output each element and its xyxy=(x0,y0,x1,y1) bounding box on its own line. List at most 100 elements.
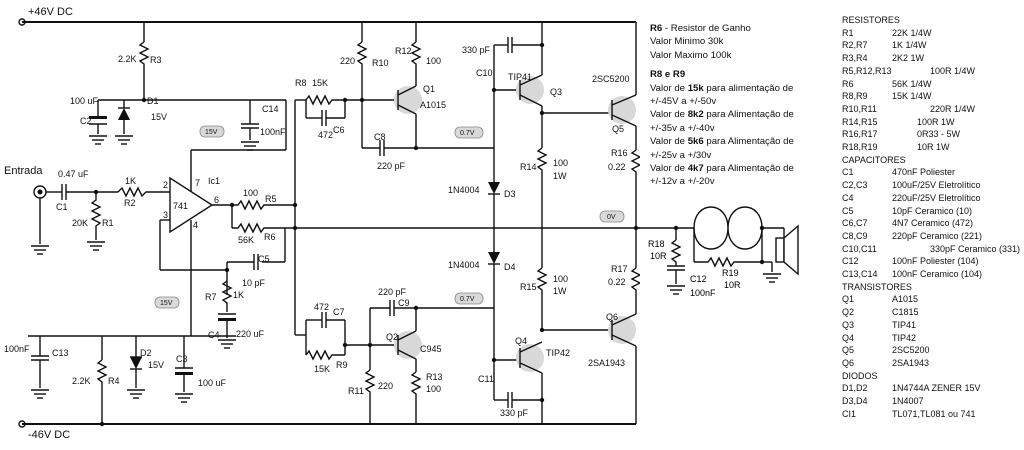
c7-label: C7 xyxy=(333,307,345,317)
badge-0v: 0V xyxy=(599,210,625,223)
d2-label: D2 xyxy=(140,348,152,358)
c3-label: C3 xyxy=(176,354,188,364)
d2-value: 15V xyxy=(148,360,164,370)
bom-ref: C2,C3 xyxy=(842,180,868,191)
svg-text:15V: 15V xyxy=(205,129,218,136)
r6-label: R6 xyxy=(264,232,276,242)
bom-value: 100R 1W xyxy=(917,116,955,127)
c10-label: C10 xyxy=(476,68,493,78)
bom-value: 220pF Ceramico (221) xyxy=(892,230,983,241)
r6-note: R6 - Resistor de Ganho xyxy=(650,22,830,35)
c12-value: 100nF xyxy=(690,288,716,298)
q1-value: A1015 xyxy=(420,100,446,110)
pin-3: 3 xyxy=(163,210,168,220)
pin-2: 2 xyxy=(163,180,168,190)
r4-label: R4 xyxy=(108,376,120,386)
r8r9-note-range: +/-35v a +/-40v xyxy=(650,122,715,134)
diodes-heading: DIODOS xyxy=(842,370,878,381)
bom-ref: R8,R9 xyxy=(842,91,868,102)
bom-value: 1N4744A ZENER 15V xyxy=(892,383,981,394)
r8r9-note-line: Valor de 5k6 para Alimentação de xyxy=(650,135,830,148)
c8-value: 220 pF xyxy=(377,161,406,171)
bom-ref: Q5 xyxy=(842,345,855,356)
r19-label: R19 xyxy=(722,268,739,278)
r16-label: R16 xyxy=(611,148,628,158)
r18-label: R18 xyxy=(648,239,665,249)
r1-label: R1 xyxy=(102,218,114,228)
r13-value: 100 xyxy=(426,384,441,394)
r15-value: 100 xyxy=(553,274,568,284)
resistor-row: R14,R15 100R 1W xyxy=(842,116,1024,129)
bom-ref: R1 xyxy=(842,27,854,38)
r8-label: R8 xyxy=(295,78,307,88)
r8r9-note-line: Valor de 8k2 para Alimentação de xyxy=(650,108,830,121)
bom-ref: D3,D4 xyxy=(842,396,868,407)
q2-value: C945 xyxy=(420,344,442,354)
svg-text:0.7V: 0.7V xyxy=(460,296,475,303)
r14-watt: 1W xyxy=(553,171,567,181)
pin-7: 7 xyxy=(195,178,200,188)
c2-value: 100 uF xyxy=(70,96,99,106)
bom-ref: R14,R15 xyxy=(842,116,878,127)
bom-value: TL071,TL081 ou 741 xyxy=(892,408,976,419)
q5-label: Q5 xyxy=(612,124,624,134)
bom-ref: R3,R4 xyxy=(842,53,868,64)
r8r9-note-range: +/-12v a +/-20v xyxy=(650,176,715,188)
transistors-heading: TRANSISTORES xyxy=(842,281,912,292)
bom-value: C1815 xyxy=(892,307,919,318)
c1-value: 0.47 uF xyxy=(58,169,89,179)
c4-label: C4 xyxy=(208,330,220,340)
bom-value: 220R 1/4W xyxy=(930,103,976,114)
capacitors-heading: CAPACITORES xyxy=(842,154,906,165)
q5-value: 2SC5200 xyxy=(592,74,630,84)
transistor-row: Q5 2SC5200 xyxy=(842,344,1024,357)
bom-ref: C10,C11 xyxy=(842,243,877,254)
bom-value: 2SC5200 xyxy=(892,345,930,356)
c3-value: 100 uF xyxy=(198,378,227,388)
c1-label: C1 xyxy=(56,202,68,212)
note-value: 4k7 xyxy=(687,163,704,175)
r11-label: R11 xyxy=(348,386,364,396)
c14-label: C14 xyxy=(262,104,279,114)
r9-label: R9 xyxy=(336,360,348,370)
c4-value: 220 uF xyxy=(236,329,265,339)
svg-text:0V: 0V xyxy=(607,214,616,221)
d4-value: 1N4004 xyxy=(448,260,480,270)
bom-value: 56K 1/4W xyxy=(892,78,932,89)
r8r9-note-line: Valor de 15k para alimentação de xyxy=(650,82,830,95)
bom-ref: Q1 xyxy=(842,294,855,305)
r8r9-note-list: Valor de 15k para alimentação de+/-45V a… xyxy=(650,82,830,189)
r14-label: R14 xyxy=(520,162,537,172)
c5-label: C5 xyxy=(258,254,270,264)
r8-value: 15K xyxy=(312,78,328,88)
c14-value: 100nF xyxy=(260,127,286,137)
c5-value: 10 pF xyxy=(242,278,266,288)
bom-value: 100nF Poliester (104) xyxy=(892,256,979,267)
speaker-icon xyxy=(775,224,799,276)
neg-terminal xyxy=(18,420,26,428)
note-prefix: Valor de xyxy=(650,163,688,175)
r18-value: 10R xyxy=(650,251,667,261)
q3-value: TIP41 xyxy=(508,72,532,82)
bom-value: 2K2 1W xyxy=(892,53,925,64)
d1-value: 15V xyxy=(151,112,167,122)
bom-ref: Q2 xyxy=(842,307,855,318)
c7-value: 472 xyxy=(314,302,329,312)
badge-15v-lower: 15V xyxy=(154,296,180,309)
r16-value: 0.22 xyxy=(608,162,626,172)
bom-ref: R16,R17 xyxy=(842,129,878,140)
